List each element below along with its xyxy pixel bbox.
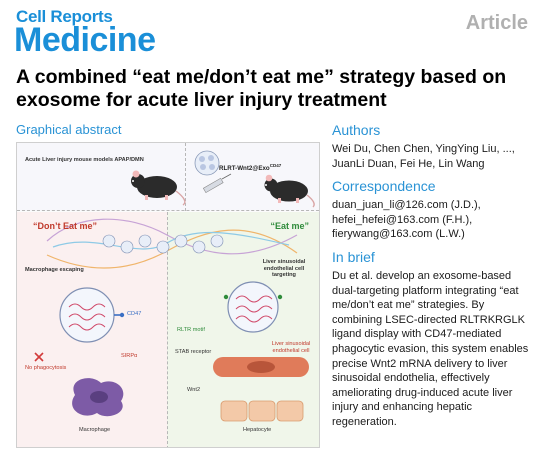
ga-cd47-label: CD47 bbox=[127, 311, 142, 317]
exosome-icon bbox=[223, 281, 283, 333]
paper-title: A combined “eat me/don’t eat me” strateg… bbox=[16, 66, 531, 112]
paper-title-line-2: exosome for acute liver injury treatment bbox=[16, 89, 387, 111]
ga-hepatocyte-label: Hepatocyte bbox=[243, 427, 272, 433]
syringe-icon bbox=[202, 173, 232, 194]
ga-top-divider bbox=[185, 143, 186, 211]
mouse-icon bbox=[131, 170, 186, 206]
in-brief-line: Du et al. develop an exosome-based bbox=[332, 269, 512, 282]
authors-block: Authors Wei Du, Chen Chen, YingYing Liu,… bbox=[332, 122, 538, 171]
ga-sirpa-label: SIRPα bbox=[121, 353, 138, 359]
ga-construct-name: RLRT-Wnt2@Exo bbox=[219, 165, 270, 173]
correspondence-email[interactable]: hefei_hefei@163.com (F.H.), bbox=[332, 213, 473, 226]
graphical-abstract-figure: Acute Liver injury mouse models APAP/DMN… bbox=[16, 142, 320, 448]
hepatocyte-icon bbox=[220, 400, 304, 422]
ga-lsec-cell-label: Liver sinusoidal endothelial cell bbox=[271, 341, 311, 354]
ga-no-phagocytosis-label: No phagocytosis bbox=[25, 365, 67, 371]
journal-name-main: Medicine bbox=[14, 21, 156, 59]
lsec-icon bbox=[213, 357, 309, 377]
exosome-icon bbox=[102, 234, 224, 254]
summary-column: Authors Wei Du, Chen Chen, YingYing Liu,… bbox=[332, 122, 538, 437]
graphical-abstract-heading: Graphical abstract bbox=[16, 122, 122, 137]
exosome-icon bbox=[194, 150, 220, 176]
in-brief-line: phagocytic evasion, this system enables bbox=[332, 342, 529, 355]
ga-eat-me-label: “Eat me” bbox=[270, 221, 309, 231]
ga-mouse-model-label: Acute Liver injury mouse models APAP/DMN bbox=[25, 157, 144, 163]
in-brief-line: combining LSEC-directed RLTRKRGLK bbox=[332, 313, 525, 326]
no-phagocytosis-icon bbox=[34, 352, 44, 362]
ga-illustration bbox=[34, 150, 315, 422]
ga-macrophage-escaping-label: Macrophage escaping bbox=[25, 267, 84, 273]
correspondence-block: Correspondence duan_juan_li@126.com (J.D… bbox=[332, 178, 538, 242]
article-type-label: Article bbox=[465, 12, 528, 34]
ga-lsec-targeting-label: Liver sinusoidal endothelial cell target… bbox=[262, 259, 306, 278]
in-brief-line: regeneration. bbox=[332, 415, 397, 428]
macrophage-icon bbox=[72, 378, 124, 417]
ga-wnt2-label: Wnt2 bbox=[187, 387, 201, 393]
ga-construct-superscript: CD47 bbox=[269, 163, 282, 168]
authors-line: JuanLi Duan, Fei He, Lin Wang bbox=[332, 157, 485, 170]
correspondence-email[interactable]: fierywang@163.com (L.W.) bbox=[332, 228, 465, 241]
ga-center-divider bbox=[167, 212, 168, 447]
ga-stab-receptor-label: STAB receptor bbox=[175, 349, 212, 355]
in-brief-line: injury and enhancing hepatic bbox=[332, 401, 473, 414]
correspondence-heading: Correspondence bbox=[332, 178, 436, 195]
ga-rltr-motif-label: RLTR motif bbox=[177, 327, 205, 333]
ga-macrophage-label: Macrophage bbox=[79, 427, 111, 433]
in-brief-line: me/don’t eat me” strategies. By bbox=[332, 299, 485, 312]
in-brief-line: dual-targeting platform integrating “eat bbox=[332, 284, 519, 297]
in-brief-heading: In brief bbox=[332, 248, 375, 265]
mouse-icon bbox=[264, 174, 315, 208]
in-brief-line: precise Wnt2 mRNA delivery to liver bbox=[332, 357, 508, 370]
journal-name-top: Cell Reports bbox=[16, 7, 113, 26]
in-brief-line: ameliorating drug-induced acute liver bbox=[332, 386, 513, 399]
paper-title-line-1: A combined “eat me/don’t eat me” strateg… bbox=[16, 66, 507, 88]
in-brief-line: sinusoidal endothelia, effectively bbox=[332, 372, 490, 385]
ga-construct-label: RLRT-Wnt2@ExoCD47 bbox=[219, 163, 281, 172]
in-brief-block: In brief Du et al. develop an exosome-ba… bbox=[332, 249, 538, 430]
in-brief-line: ligand display with CD47-mediated bbox=[332, 328, 502, 341]
authors-line: Wei Du, Chen Chen, YingYing Liu, ..., bbox=[332, 143, 515, 155]
authors-heading: Authors bbox=[332, 122, 381, 138]
exosome-icon bbox=[59, 287, 125, 343]
correspondence-email[interactable]: duan_juan_li@126.com (J.D.), bbox=[332, 199, 481, 212]
ga-dont-eat-me-label: “Don’t Eat me” bbox=[33, 221, 98, 231]
